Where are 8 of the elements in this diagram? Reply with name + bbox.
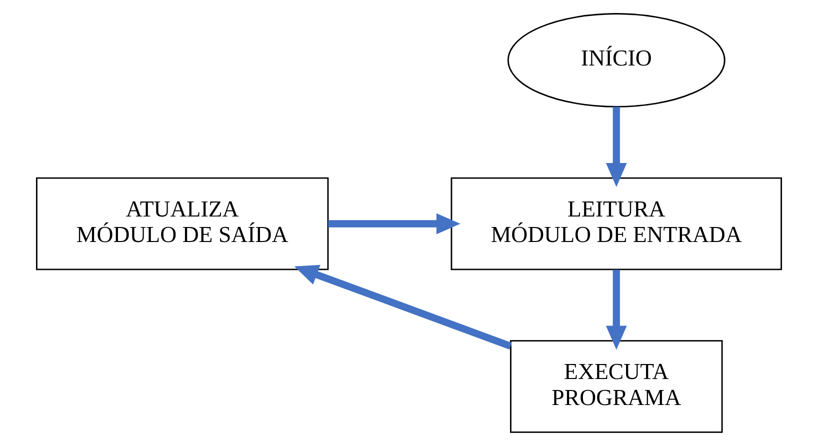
- node-box: LEITURA MÓDULO DE ENTRADA: [450, 177, 782, 270]
- arrow: [605, 106, 626, 187]
- node-box: EXECUTA PROGRAMA: [510, 340, 722, 433]
- node-ellipse: INÍCIO: [506, 13, 725, 108]
- arrow: [328, 213, 460, 234]
- arrow: [605, 270, 626, 350]
- arrow: [294, 264, 512, 350]
- node-box: ATUALIZA MÓDULO DE SAÍDA: [36, 177, 328, 270]
